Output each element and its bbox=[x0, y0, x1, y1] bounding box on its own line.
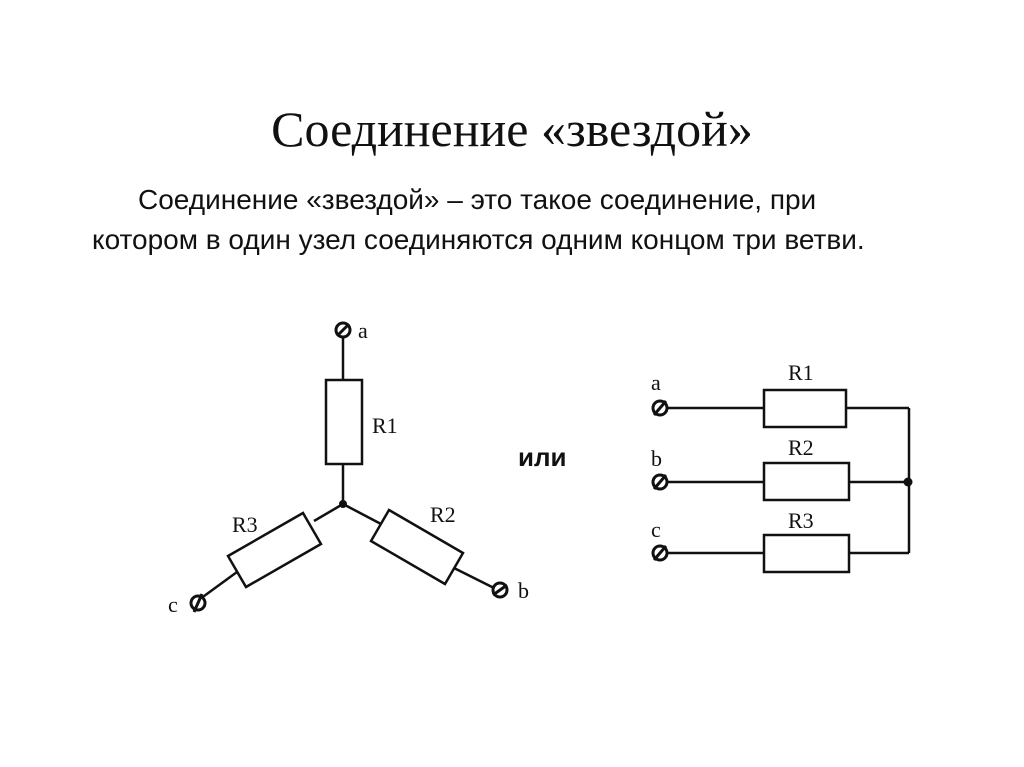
star-label-r2: R2 bbox=[430, 502, 456, 527]
page-title: Соединение «звездой» bbox=[271, 101, 753, 157]
star-wire-c-outer bbox=[199, 570, 238, 601]
star-label-r3: R3 bbox=[232, 512, 258, 537]
star-wire-c-inner bbox=[313, 502, 344, 523]
parallel-label-r2: R2 bbox=[788, 435, 814, 460]
parallel-label-r3: R3 bbox=[788, 508, 814, 533]
star-terminal-c-slash bbox=[192, 593, 204, 613]
parallel-terminal-a-slash bbox=[652, 400, 668, 416]
star-terminal-a-slash bbox=[335, 322, 351, 338]
star-circuit bbox=[189, 321, 509, 613]
parallel-resistor-r2 bbox=[762, 461, 851, 502]
parallel-circuit bbox=[651, 388, 913, 574]
parallel-resistor-r1 bbox=[762, 388, 848, 429]
star-label-b: b bbox=[518, 578, 529, 603]
star-label-a: a bbox=[358, 318, 368, 343]
or-label: или bbox=[518, 442, 567, 472]
definition-line-1: Соединение «звездой» – это такое соедине… bbox=[138, 184, 817, 215]
parallel-labels: a b c R1 R2 R3 bbox=[651, 360, 814, 542]
star-resistor-r2 bbox=[369, 508, 465, 586]
star-label-c: c bbox=[168, 592, 178, 617]
common-node bbox=[903, 477, 913, 487]
star-terminal-b-slash bbox=[492, 583, 508, 597]
star-resistor-r1 bbox=[324, 378, 364, 466]
parallel-label-c: c bbox=[651, 517, 661, 542]
star-wire-b-inner bbox=[342, 502, 382, 526]
star-resistor-r3 bbox=[226, 511, 323, 589]
star-center-node bbox=[339, 500, 347, 508]
parallel-resistor-r3 bbox=[762, 533, 851, 574]
parallel-terminal-c-slash bbox=[652, 545, 668, 561]
parallel-terminal-b-slash bbox=[652, 474, 668, 490]
star-labels: a R1 R2 R3 b c bbox=[168, 318, 529, 617]
parallel-label-b: b bbox=[651, 446, 662, 471]
parallel-label-a: a bbox=[651, 370, 661, 395]
parallel-label-r1: R1 bbox=[788, 360, 814, 385]
star-wire-b-outer bbox=[453, 566, 495, 590]
definition-line-2: котором в один узел соединяются одним ко… bbox=[92, 224, 865, 255]
star-label-r1: R1 bbox=[372, 413, 398, 438]
